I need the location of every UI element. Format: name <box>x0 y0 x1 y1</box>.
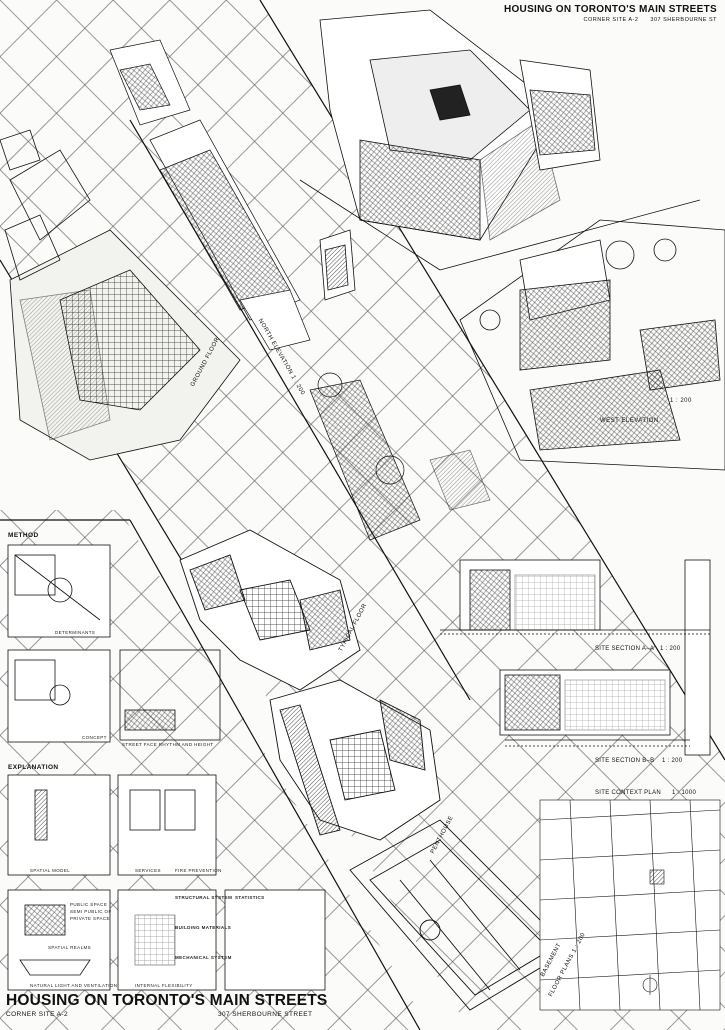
site-context-plan-label: SITE CONTEXT PLAN <box>595 790 662 796</box>
axonometric-west <box>459 219 725 471</box>
west-elevation-scale: 1 : 200 <box>670 398 692 404</box>
sheet-subtitle-address: 307 SHERBOURNE ST <box>650 17 717 23</box>
typical-floor-plan <box>179 529 361 691</box>
spatial-realms-label: SPATIAL REALMS <box>48 945 92 950</box>
internal-flexibility-label: INTERNAL FLEXIBILITY <box>135 983 193 988</box>
site-section-bb <box>499 669 690 747</box>
public-space-label: PUBLIC SPACE <box>70 902 108 907</box>
west-elevation-label: WEST ELEVATION <box>600 418 659 424</box>
site-section-aa-scale: 1 : 200 <box>660 646 681 652</box>
site-context-scale: 1 : 1000 <box>672 790 697 796</box>
structural-system-label: STRUCTURAL SYSTEM <box>175 895 233 900</box>
mechanical-system-label: MECHANICAL SYSTEM <box>175 955 232 960</box>
street-buildings <box>309 372 491 541</box>
sheet-title-top: HOUSING ON TORONTO'S MAIN STREETS <box>503 4 717 15</box>
explanation-heading: EXPLANATION <box>8 764 59 771</box>
north-elevation <box>109 39 311 351</box>
street-face-label: STREET FACE RHYTHM AND HEIGHT <box>122 742 214 747</box>
site-section-aa <box>440 559 711 756</box>
site-section-bb-scale: 1 : 200 <box>662 758 683 764</box>
sheet-title-bottom: HOUSING ON TORONTO'S MAIN STREETS <box>6 992 328 1009</box>
building-materials-label: BUILDING MATERIALS <box>175 925 232 930</box>
penthouse-plan <box>269 679 441 841</box>
determinants-label: DETERMINANTS <box>55 630 96 635</box>
sheet-subtitle-bottom-address: 307 SHERBOURNE STREET <box>217 1011 313 1018</box>
site-section-aa-label: SITE SECTION A–A <box>595 646 655 652</box>
fire-prevention-label: FIRE PREVENTION <box>175 868 222 873</box>
method-heading: METHOD <box>8 532 39 539</box>
ground-floor-plan <box>0 129 241 461</box>
private-space-label: PRIVATE SPACE <box>70 916 110 921</box>
info-panels <box>7 544 326 991</box>
services-label: SERVICES <box>135 868 161 873</box>
concept-label: CONCEPT <box>82 735 107 740</box>
title-block-top: HOUSING ON TORONTO'S MAIN STREETS CORNER… <box>504 4 717 23</box>
natural-light-label: NATURAL LIGHT AND VENTILATION <box>30 983 118 988</box>
site-context-plan <box>539 799 721 1011</box>
sheet-subtitle-bottom-site: CORNER SITE A-2 <box>6 1011 68 1018</box>
spatial-model-label: SPATIAL MODEL <box>30 868 71 873</box>
sheet-subtitle-site: CORNER SITE A-2 <box>583 17 639 23</box>
statistics-label: STATISTICS <box>235 895 265 900</box>
title-block-bottom: HOUSING ON TORONTO'S MAIN STREETS CORNER… <box>6 992 327 1018</box>
site-section-bb-label: SITE SECTION B–B <box>595 758 655 764</box>
axonometric-main <box>299 9 701 301</box>
semi-public-label: SEMI PUBLIC OF <box>70 909 112 914</box>
